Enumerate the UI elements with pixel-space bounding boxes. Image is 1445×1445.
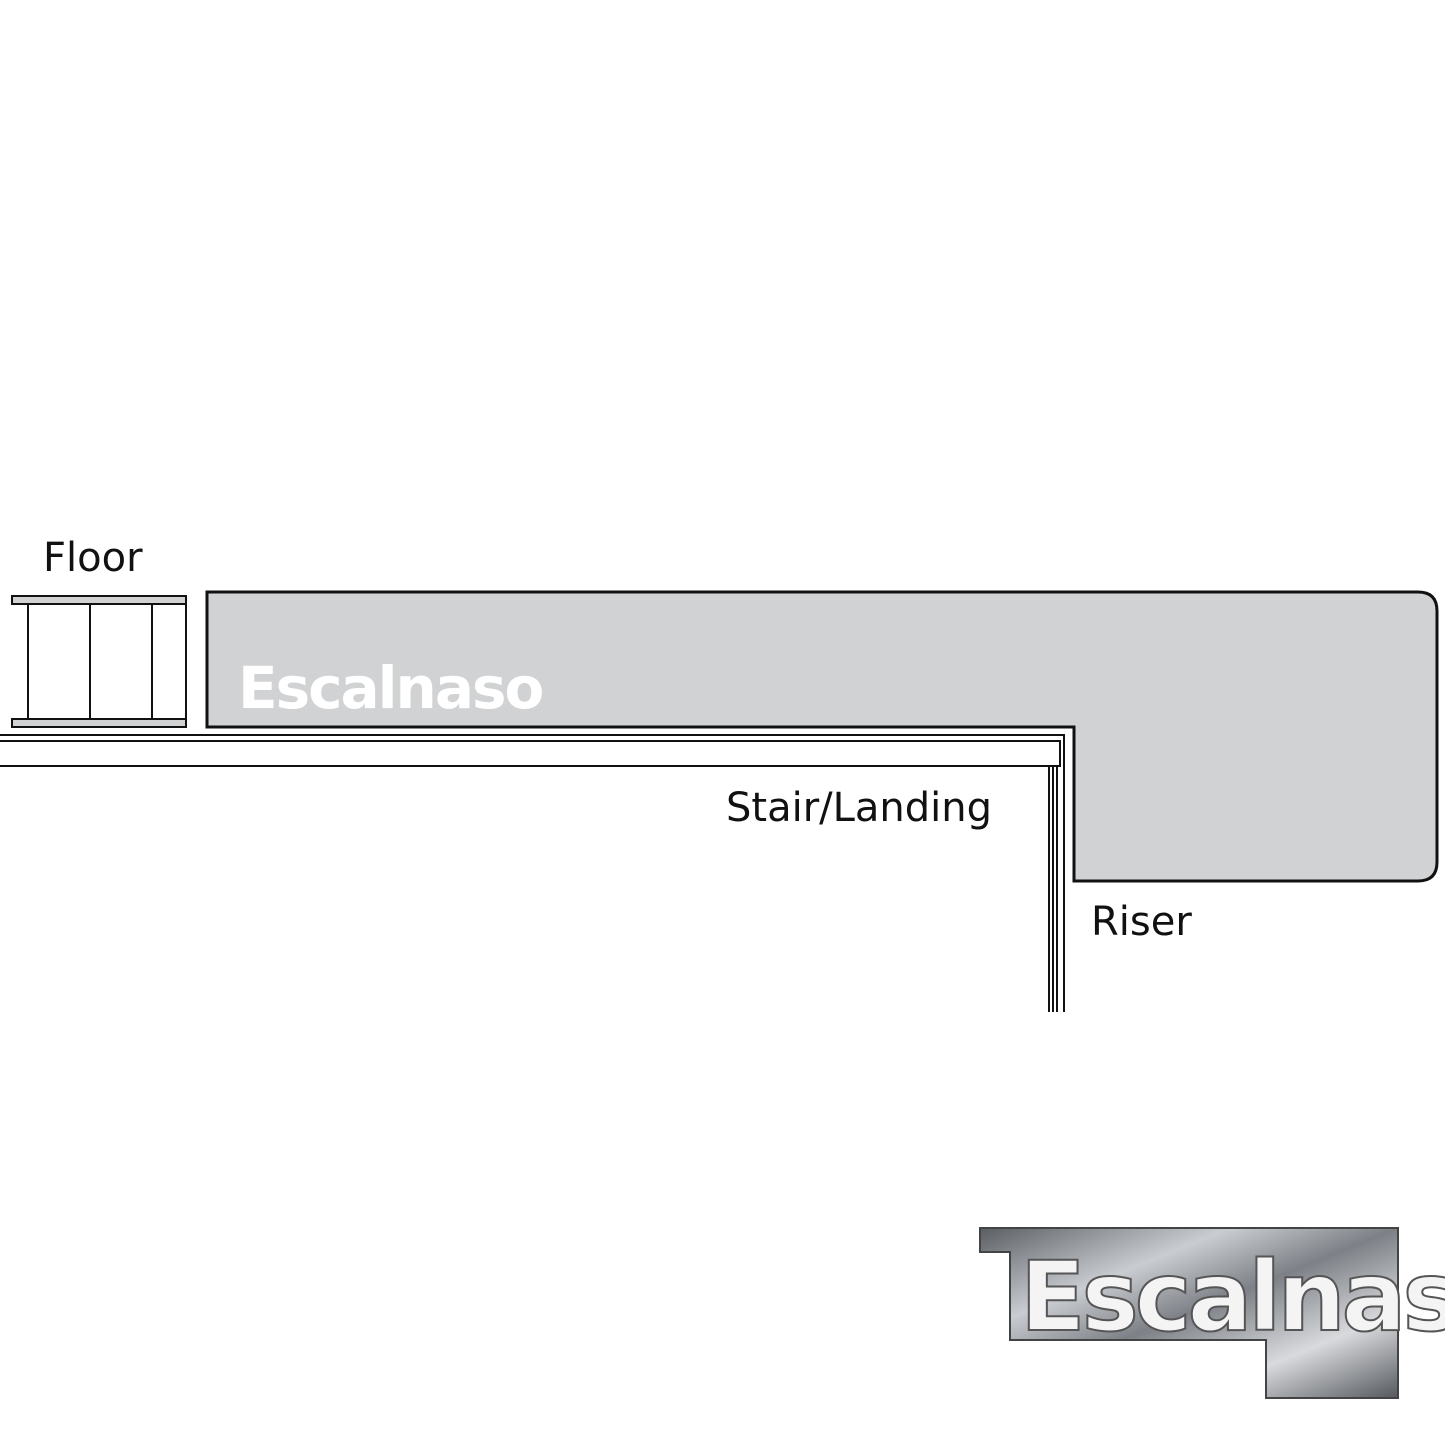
nosing-profile bbox=[205, 590, 1439, 883]
stair-landing-lines bbox=[0, 734, 1065, 1012]
brand-logo: Escalnaso bbox=[979, 1227, 1445, 1399]
stair-landing-label: Stair/Landing bbox=[726, 785, 992, 831]
floor-label: Floor bbox=[43, 535, 143, 581]
riser-label: Riser bbox=[1091, 899, 1192, 945]
profile-watermark: Escalnaso bbox=[238, 654, 542, 722]
floor-section bbox=[11, 595, 187, 728]
logo-text: Escalnaso bbox=[1020, 1241, 1445, 1353]
